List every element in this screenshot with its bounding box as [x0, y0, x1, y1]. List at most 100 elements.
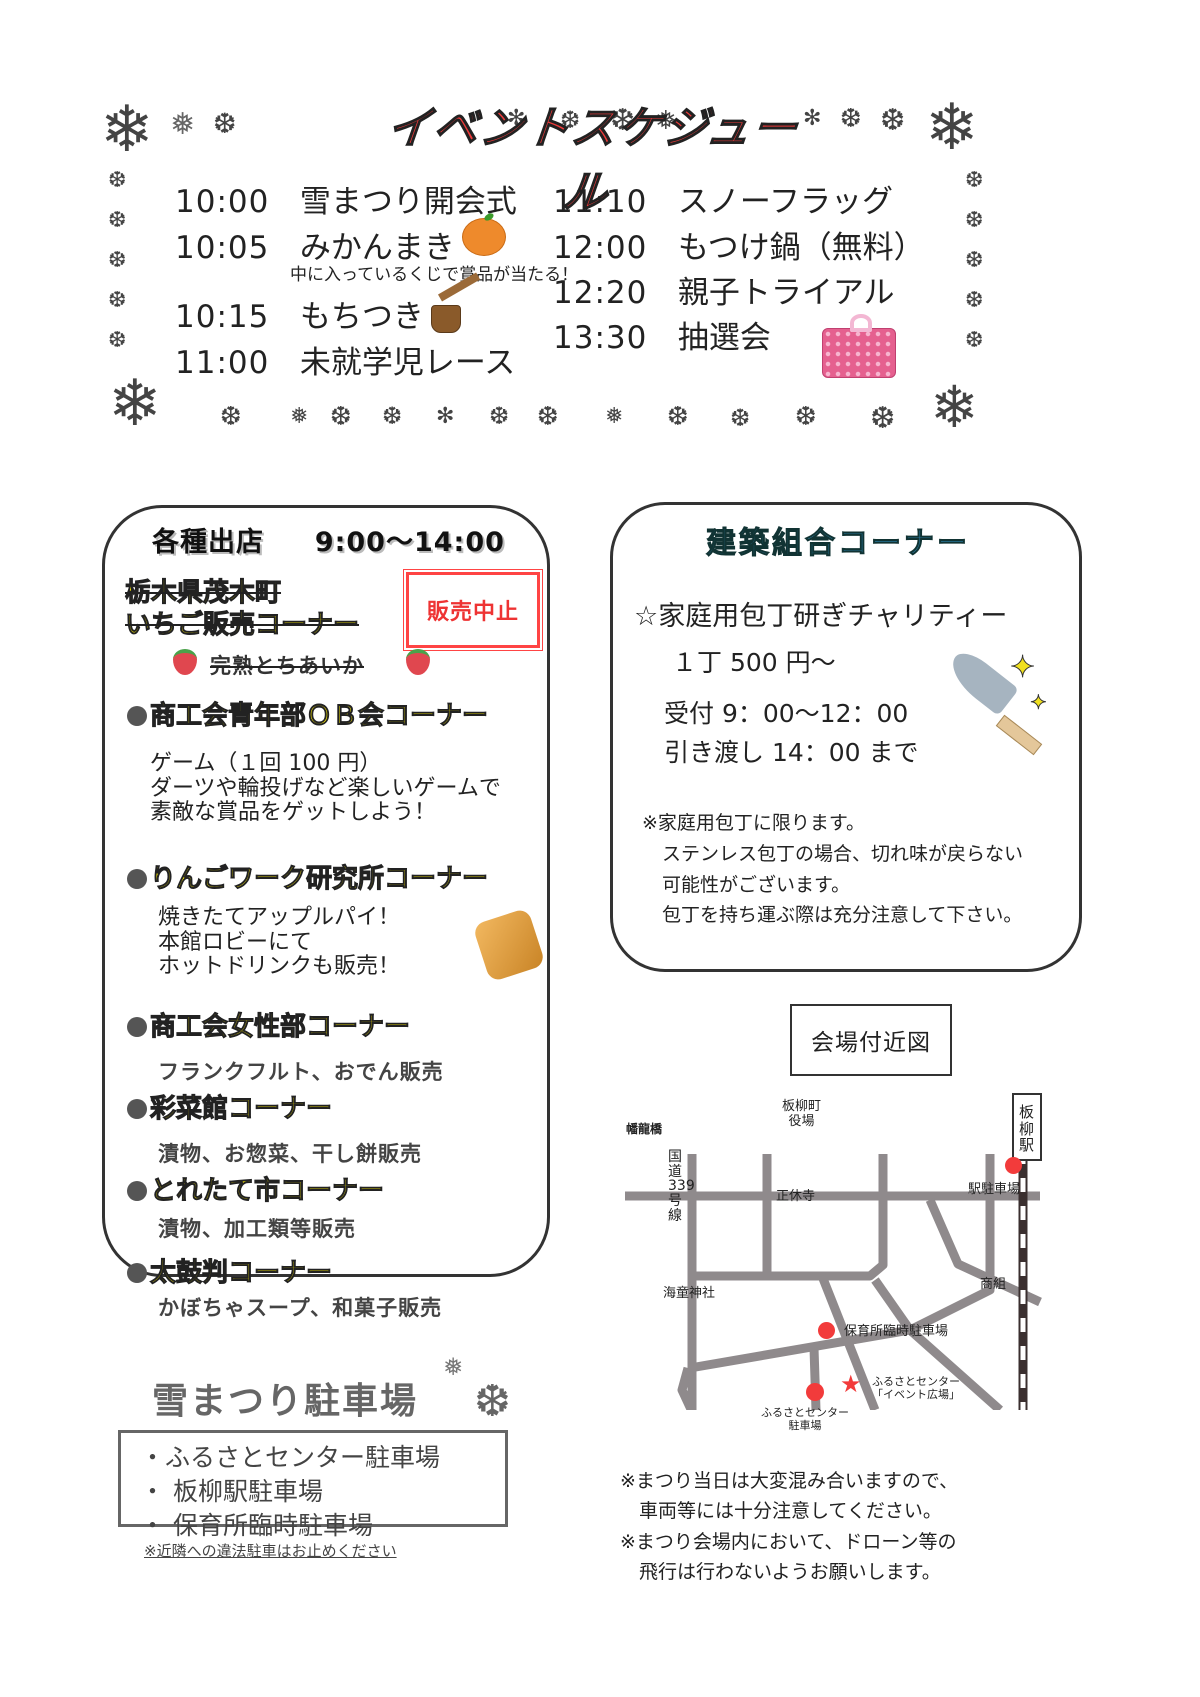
bullet-icon	[127, 1181, 147, 1201]
snowflake-icon: ❆	[880, 103, 906, 138]
snowflake-icon: ❅	[290, 404, 309, 429]
snowflake-icon: ✻	[803, 106, 822, 131]
route-label: 国道339号線	[668, 1149, 695, 1224]
vendor-corner-desc: 漬物、加工類等販売	[158, 1217, 356, 1241]
parking-item: ・ 板柳駅駐車場	[140, 1477, 323, 1506]
schedule-time: 10:15	[175, 299, 270, 335]
kenchiku-title: 建築組合コーナー	[706, 526, 970, 562]
schedule-event: 親子トライアル	[677, 275, 895, 311]
snowflake-icon: ❆	[870, 401, 896, 436]
gift-box-icon	[822, 328, 896, 378]
nursery-parking-label: 保育所臨時駐車場	[844, 1324, 949, 1339]
snowflake-icon: ❅	[443, 1353, 464, 1381]
vendor-heading-label: 各種出店	[152, 527, 264, 558]
schedule-event: 抽選会	[677, 320, 771, 356]
schedule-item: 12:00 もつけ鍋（無料）	[553, 222, 925, 267]
schedule-note: 中に入っているくじで賞品が当たる！	[290, 265, 579, 285]
vendor-box	[102, 505, 550, 1277]
parking-title: 雪まつり駐車場	[152, 1381, 419, 1422]
map-title-box: 会場付近図	[790, 1004, 952, 1076]
bullet-icon	[127, 1099, 147, 1119]
bullet-icon	[127, 1263, 147, 1283]
vendor-corner-desc: 漬物、お惣菜、干し餅販売	[158, 1142, 422, 1166]
parking-item: ・ふるさとセンター駐車場	[140, 1443, 441, 1472]
snowflake-icon: ❅	[655, 106, 677, 136]
vendor-corner-desc: 焼きたてアップルパイ！ 本館ロビーにて ホットドリンクも販売！	[158, 905, 401, 980]
snowflake-icon: ❆	[965, 288, 984, 313]
vendor-heading-hours: 9:00～14:00	[314, 527, 505, 558]
snowflake-icon: ❆	[108, 328, 127, 353]
vendor-corner-desc: フランクフルト、おでん販売	[158, 1060, 444, 1084]
vendor-corner-title: りんごワーク研究所コーナー	[127, 858, 489, 895]
vendor-corner-title: 商工会女性部コーナー	[127, 1006, 411, 1043]
vendor-corner-desc: かぼちゃスープ、和菓子販売	[158, 1296, 443, 1320]
snowflake-icon: ❆	[382, 402, 403, 430]
snowflake-icon: ❆	[730, 404, 751, 432]
temple-label: 正休寺	[776, 1189, 816, 1204]
snowflake-icon: ❆	[560, 106, 581, 134]
snowflake-icon: ❆	[474, 1376, 511, 1427]
snowflake-icon: ❆	[213, 107, 237, 140]
snowflake-icon: ❅	[170, 107, 196, 142]
station-label: 板柳駅	[1019, 1103, 1035, 1154]
mochi-mortar-icon	[431, 305, 461, 333]
snowflake-icon: ❆	[108, 168, 127, 193]
venue-star-icon: ★	[840, 1370, 862, 1398]
schedule-time: 11:10	[553, 184, 648, 220]
parking-note: ※近隣への違法駐車はお止めください	[144, 1542, 397, 1560]
map-notes: ※まつり当日は大変混み合いますので、 車両等には十分注意してください。 ※まつり…	[620, 1470, 959, 1584]
shop-label: 商組	[980, 1277, 1007, 1292]
sale-cancelled-label: 販売中止	[426, 600, 519, 625]
schedule-item: 12:20 親子トライアル	[553, 267, 895, 312]
schedule-event: もちつき	[299, 299, 424, 335]
schedule-item: 10:00 雪まつり開会式	[175, 176, 517, 221]
bridge-label: 幡龍橋	[626, 1122, 663, 1136]
nursery-parking-marker	[818, 1322, 835, 1339]
vendor-corner-title: とれたて市コーナー	[127, 1170, 385, 1207]
map-roads	[625, 1150, 1042, 1410]
parking-list-box	[118, 1430, 508, 1527]
snowflake-icon: ❆	[489, 402, 510, 430]
parking-item: ・ 保育所臨時駐車場	[140, 1511, 373, 1540]
snowflake-icon: ❆	[965, 248, 984, 273]
snowflake-icon: ❄	[925, 91, 979, 165]
schedule-item: 11:10 スノーフラッグ	[553, 176, 893, 221]
snowflake-icon: ❆	[610, 103, 636, 138]
shrine-label: 海童神社	[663, 1286, 716, 1301]
sale-cancelled-badge: 販売中止	[403, 569, 543, 651]
sparkle-icon: ✦	[1030, 690, 1048, 715]
snowflake-icon: ❆	[537, 402, 559, 432]
cancelled-corner-line1: 栃木県茂木町	[124, 578, 282, 609]
schedule-item: 11:00 未就学児レース	[175, 337, 515, 382]
snowflake-icon: ❆	[330, 402, 352, 432]
snowflake-icon: ❆	[965, 168, 984, 193]
strawberry-product: 完熟とちあいか	[210, 654, 364, 678]
snowflake-icon: ❆	[795, 402, 817, 432]
schedule-item: 10:15 もちつき	[175, 291, 424, 336]
cancelled-corner-line2: いちご販売コーナー	[124, 610, 360, 641]
snowflake-icon: ❆	[840, 104, 862, 134]
sparkle-icon: ✦	[1009, 650, 1036, 686]
schedule-event: 未就学児レース	[299, 345, 516, 381]
vendor-corner-title: 太鼓判コーナー	[127, 1252, 333, 1289]
vendor-corner-title: 商工会青年部ＯＢ会コーナー	[127, 695, 489, 732]
town-hall-label: 板柳町 役場	[782, 1099, 822, 1129]
snowflake-icon: ❆	[667, 402, 689, 432]
snowflake-icon: ❆	[108, 208, 127, 233]
schedule-time: 13:30	[553, 320, 648, 356]
station-parking-marker	[1005, 1157, 1022, 1174]
map-title: 会場付近図	[811, 1030, 931, 1056]
vendor-heading: 各種出店 9:00～14:00	[152, 520, 505, 559]
schedule-time: 12:20	[553, 275, 648, 311]
schedule-item: 10:05 みかんまき	[175, 222, 455, 267]
schedule-event: もつけ鍋（無料）	[677, 230, 925, 266]
bullet-icon	[127, 869, 147, 889]
station-parking-label: 駅駐車場	[968, 1182, 1021, 1197]
snowflake-icon: ✻	[436, 404, 455, 429]
schedule-event: みかんまき	[299, 230, 455, 266]
schedule-time: 10:00	[175, 184, 270, 220]
kenchiku-handover: 引き渡し 14：00 まで	[664, 738, 919, 767]
snowflake-icon: ❆	[220, 402, 242, 432]
vendor-corner-title: 彩菜館コーナー	[127, 1088, 333, 1125]
snowflake-icon: ❄	[108, 367, 162, 441]
